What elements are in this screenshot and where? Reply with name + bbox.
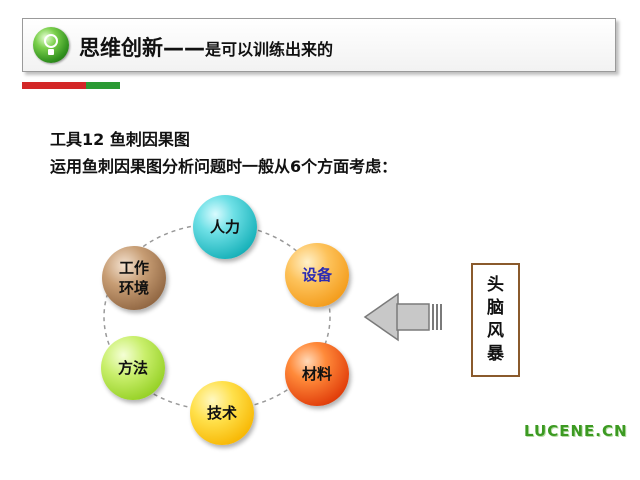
factor-label: 人力 [209,218,240,236]
title-sub: 是可以训练出来的 [205,40,334,59]
factor-label: 技术 [206,404,237,422]
factor-node-manpower: 人力 [193,195,257,259]
arrow-icon [363,292,442,342]
factor-label: 工作环境 [118,259,149,297]
factor-node-material: 材料 [285,342,349,406]
factor-node-equipment: 设备 [285,243,349,307]
factor-node-technology: 技术 [190,381,254,445]
title-main: 思维创新—— [79,36,205,60]
accent-bar-red [22,82,86,89]
page-title: 思维创新——是可以训练出来的 [79,32,333,62]
brand-logo-text: LUCENE.CN [524,422,628,440]
brainstorm-box: 头脑风暴 [471,263,520,377]
title-banner: 思维创新——是可以训练出来的 [22,18,616,72]
factor-node-method: 方法 [101,336,165,400]
description-text: 运用鱼刺因果图分析问题时一般从6个方面考虑： [50,157,398,176]
brainstorm-label: 头脑风暴 [487,275,504,364]
factor-label: 设备 [301,266,332,284]
factor-node-environment: 工作环境 [102,246,166,310]
accent-bar-green [86,82,120,89]
lightbulb-icon [33,27,69,63]
factor-label: 方法 [117,359,148,377]
arrow-head [363,292,399,342]
factor-label: 材料 [301,365,332,383]
arrow-shaft [396,303,430,331]
tool-title: 工具12 鱼刺因果图 [50,130,190,149]
